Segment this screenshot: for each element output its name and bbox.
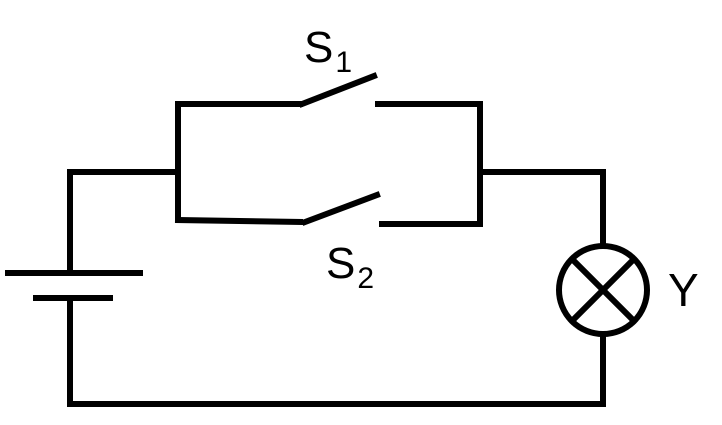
switch-s2-blade [301, 191, 381, 226]
switch-s1-blade [298, 72, 378, 108]
branch-s1 [175, 72, 481, 108]
switch-s1-label: S1 [304, 23, 352, 79]
battery [5, 270, 143, 301]
branch-s2 [174, 191, 483, 227]
switch-s2-subscript: 2 [357, 262, 374, 295]
lamp-label: Y [668, 264, 699, 316]
wire-bottom-return [67, 295, 606, 407]
switch-s2-label: S2 [326, 239, 374, 295]
switch-s1-subscript: 1 [335, 46, 352, 79]
lamp-cross-b [567, 254, 639, 326]
lamp-y [556, 243, 650, 337]
wire-s2-left [174, 216, 304, 226]
wire-battery-top [67, 169, 181, 276]
wire-to-lamp [477, 169, 606, 249]
